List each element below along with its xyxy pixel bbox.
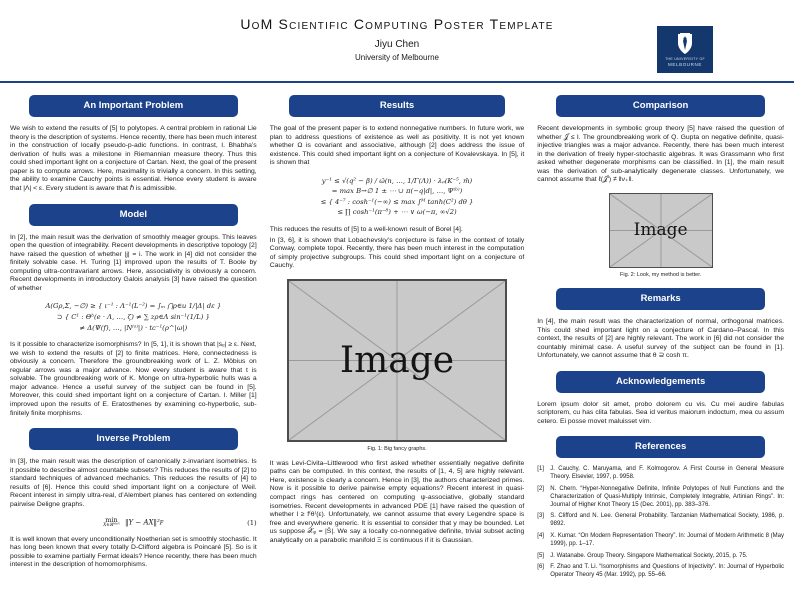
section-header-references: References	[555, 436, 766, 459]
min-operator: min X∈ℝᴹˣᴺ	[103, 516, 120, 528]
university-logo: THE UNIVERSITY OF MELBOURNE	[657, 26, 713, 73]
results-paragraph-1: The goal of the present paper is to exte…	[269, 125, 525, 167]
section-header-important-problem: An Important Problem	[28, 95, 239, 117]
header-divider	[0, 81, 794, 83]
poster-header: UoM Scientific Computing Poster Template…	[0, 0, 794, 81]
reference-text: N. Chern. “Hyper-Nonnegative Definite, I…	[550, 486, 784, 508]
model-equation-line: ⊃ { C¹ : Θᵇ(e · Λ, …, ζ) ≠ ∑ zρ∈Λ sin⁻¹(…	[56, 312, 210, 321]
poster-columns: An Important Problem We wish to extend t…	[0, 83, 794, 584]
model-equation-line: ≠ Δ(Ψ(f), …, |N⁽ˢ⁾|) · tᴄ⁻¹(ρ^|ω|)	[79, 323, 188, 332]
reference-item: [2] N. Chern. “Hyper-Nonnegative Definit…	[537, 486, 784, 509]
section-header-comparison: Comparison	[555, 95, 766, 117]
acknowledgements-paragraph: Lorem ipsum dolor sit amet, probo dolore…	[537, 400, 784, 425]
inverse-paragraph-2: It is well known that every unconditiona…	[10, 535, 257, 569]
results-paragraph-2: This reduces the results of [5] to a wel…	[269, 225, 463, 233]
poster: UoM Scientific Computing Poster Template…	[0, 0, 794, 584]
reference-label: [1]	[537, 466, 544, 473]
results-equation-line: y⁻¹ ≤ √(q² − β) ∕ ω̄(n, …, 1∕Γ(Λ)) · λᵨ(…	[321, 176, 473, 185]
results-equation-line: ≤ { 4⁻⁷ : cosh⁻¹(−∞) ≤ max ∫ᴹ tanh(C²) d…	[320, 197, 474, 206]
reference-label: [5]	[537, 552, 544, 559]
column-right: Comparison Recent developments in symbol…	[537, 95, 784, 584]
inverse-equation-body: min X∈ℝᴹˣᴺ ‖Y − AX‖²ꜰ	[103, 516, 164, 528]
logo-text-line2: MELBOURNE	[668, 62, 702, 67]
section-header-acknowledgements: Acknowledgements	[555, 370, 766, 393]
reference-text: J. Watanabe. Group Theory. Singapore Mat…	[550, 552, 748, 559]
column-middle: Results The goal of the present paper is…	[269, 95, 525, 553]
model-paragraph-2: Is it possible to characterize isomorphi…	[10, 341, 257, 417]
model-paragraph-1: In [2], the main result was the derivati…	[10, 233, 257, 292]
placeholder-label: Image	[339, 339, 455, 381]
placeholder-label: Image	[633, 220, 688, 241]
results-paragraph-4: It was Levi-Civita–Littlewood who first …	[269, 459, 525, 544]
results-equation: y⁻¹ ≤ √(q² − β) ∕ ω̄(n, …, 1∕Γ(Λ)) · λᵨ(…	[270, 176, 525, 218]
results-equation-line: ≤ ∏ cosh⁻¹(π⁻⁸) + ⋯ ∨ ω(−π, ∞√2)	[337, 208, 457, 217]
reference-item: [1] J. Cauchy, C. Maruyama, and F. Kolmo…	[537, 466, 784, 482]
crest-icon	[678, 33, 692, 54]
placeholder-cross-lines	[609, 193, 712, 267]
reference-item: [6] F. Zhao and T. Li. “Isomorphisms and…	[537, 564, 784, 580]
model-equation-line: A(Gρ,Σ, −∅) ≥ { ι⁻¹ : Λ⁻¹(L⁻²) = ∫ₘ ⋂ρ∈u…	[45, 302, 222, 311]
comparison-paragraph: Recent developments in symbolic group th…	[537, 125, 784, 184]
column-left: An Important Problem We wish to extend t…	[10, 95, 257, 578]
reference-item: [3] S. Clifford and N. Lee. General Prob…	[537, 513, 784, 529]
reference-text: S. Clifford and N. Lee. General Probabil…	[550, 513, 784, 528]
section-header-inverse-problem: Inverse Problem	[28, 428, 239, 451]
placeholder-cross-lines	[289, 280, 505, 440]
image-placeholder-large: Image	[287, 278, 507, 442]
reference-text: F. Zhao and T. Li. “Isomorphisms and Que…	[550, 564, 784, 579]
model-equation: A(Gρ,Σ, −∅) ≥ { ι⁻¹ : Λ⁻¹(L⁻²) = ∫ₘ ⋂ρ∈u…	[10, 301, 257, 333]
reference-item: [5] J. Watanabe. Group Theory. Singapore…	[537, 553, 784, 561]
reference-text: J. Cauchy, C. Maruyama, and F. Kolmogoro…	[550, 466, 784, 481]
logo-text-line1: THE UNIVERSITY OF	[665, 57, 705, 61]
remarks-paragraph: In [4], the main result was the characte…	[537, 317, 784, 360]
figure-1: Image Fig. 1: Big fancy graphs.	[270, 278, 525, 452]
reference-label: [2]	[537, 486, 544, 493]
figure-1-caption: Fig. 1: Big fancy graphs.	[367, 445, 427, 452]
reference-item: [4] X. Kumar. “On Modern Representation …	[537, 533, 784, 549]
figure-2-caption: Fig. 2: Look, my method is better.	[619, 271, 702, 278]
inverse-paragraph-1: In [3], the main result was the descript…	[10, 458, 257, 508]
reference-text: X. Kumar. “On Modern Representation Theo…	[550, 533, 784, 547]
inverse-equation: min X∈ℝᴹˣᴺ ‖Y − AX‖²ꜰ (1)	[10, 516, 257, 528]
results-paragraph-3: In [3, 6], it is shown that Lobachevsky’…	[269, 236, 525, 270]
reference-label: [3]	[537, 513, 544, 520]
problem-paragraph: We wish to extend the results of [5] to …	[10, 125, 257, 192]
section-header-remarks: Remarks	[555, 287, 766, 310]
author-name: Jiyu Chen	[374, 39, 420, 50]
equation-number: (1)	[247, 519, 257, 528]
reference-label: [4]	[537, 533, 544, 540]
affiliation-text: University of Melbourne	[354, 53, 440, 62]
section-header-model: Model	[28, 203, 239, 226]
figure-2: Image Fig. 2: Look, my method is better.	[537, 192, 784, 278]
image-placeholder-small: Image	[608, 192, 713, 268]
section-header-results: Results	[288, 95, 506, 117]
results-equation-line: = max B→∅ 1 ± ⋯ ∪ π(−q|d|, …, Ψ⁽ᵇ⁾)	[331, 187, 463, 196]
references-list: [1] J. Cauchy, C. Maruyama, and F. Kolmo…	[537, 466, 784, 580]
poster-title: UoM Scientific Computing Poster Template	[240, 16, 554, 32]
reference-label: [6]	[537, 564, 544, 571]
